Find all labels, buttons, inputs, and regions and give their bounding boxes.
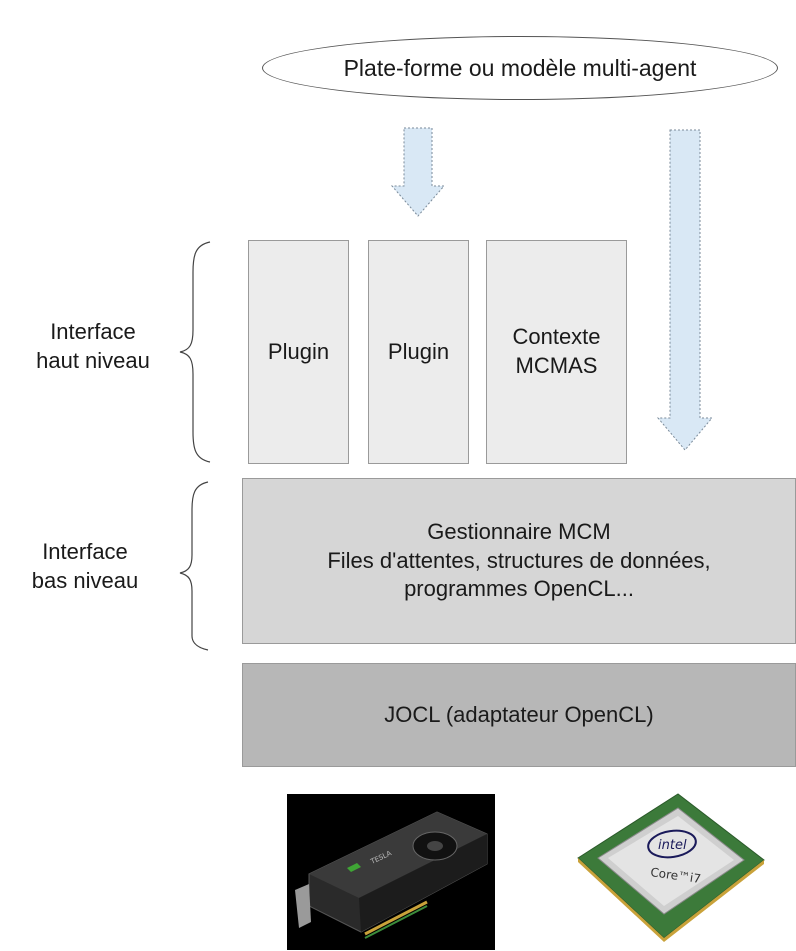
plugin-box-2: Plugin [368,240,469,464]
platform-ellipse: Plate-forme ou modèle multi-agent [262,36,778,100]
jocl-label: JOCL (adaptateur OpenCL) [384,702,654,727]
plugin-box-2-label: Plugin [387,339,450,364]
low-level-label: Interface bas niveau [10,538,160,595]
cpu-chip-image: intel Core™i7 [577,793,765,942]
jocl-box: JOCL (adaptateur OpenCL) [242,663,796,767]
manager-line2: Files d'attentes, structures de données, [327,547,711,573]
low-level-label-line2: bas niveau [31,567,139,593]
arrow-to-low-level [656,129,714,451]
high-level-label: Interface haut niveau [18,318,168,375]
context-label-line2: MCMAS [515,353,598,378]
high-level-label-line1: Interface [50,319,136,344]
plugin-box-1-label: Plugin [267,339,330,364]
context-label-line1: Contexte [512,324,601,350]
mcm-manager-box: Gestionnaire MCM Files d'attentes, struc… [242,478,796,644]
gpu-card-image: TESLA [287,794,495,950]
brace-high-level [179,241,211,463]
manager-line3: programmes OpenCL... [404,576,634,602]
manager-line1: Gestionnaire MCM [427,519,611,545]
high-level-label-line2: haut niveau [36,347,150,373]
context-box: Contexte MCMAS [486,240,627,464]
brace-low-level [179,481,209,651]
platform-label: Plate-forme ou modèle multi-agent [343,54,697,81]
low-level-label-line1: Interface [42,539,128,564]
arrow-to-plugins [390,127,446,217]
cpu-model-text: Core™i7 [650,865,702,886]
cpu-brand-text: intel [658,838,687,853]
plugin-box-1: Plugin [248,240,349,464]
